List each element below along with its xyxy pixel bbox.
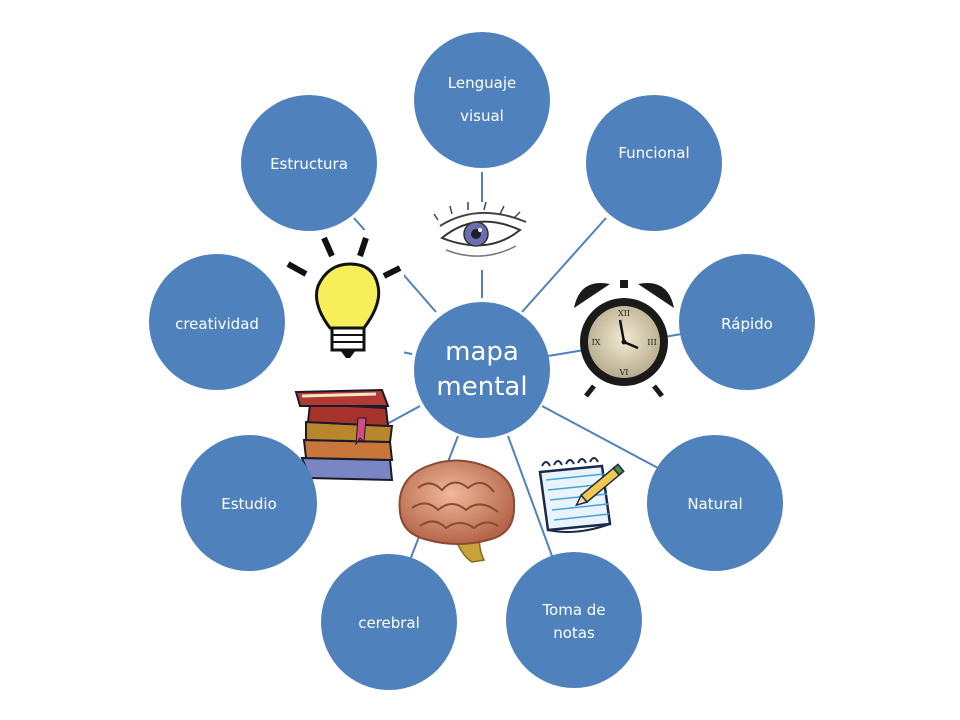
node-lenguaje-visual[interactable]: Lenguaje visual bbox=[414, 32, 550, 168]
node-creatividad[interactable]: creatividad bbox=[149, 254, 285, 390]
node-natural[interactable]: Natural bbox=[647, 435, 783, 571]
node-label-lenguaje-visual-line-1: Lenguaje bbox=[448, 74, 516, 92]
node-label-estudio: Estudio bbox=[221, 495, 277, 513]
node-cerebral[interactable]: cerebral bbox=[321, 554, 457, 690]
node-estructura[interactable]: Estructura bbox=[241, 95, 377, 231]
node-label-rapido: Rápido bbox=[721, 315, 773, 333]
brain-icon bbox=[398, 459, 516, 563]
center-label-line-1: mapa bbox=[445, 337, 519, 367]
center-node[interactable]: mapa mental bbox=[414, 302, 550, 438]
books-icon bbox=[294, 388, 394, 482]
node-toma-de-notas[interactable]: Toma de notas bbox=[506, 552, 642, 688]
svg-text:XII: XII bbox=[618, 309, 630, 318]
node-funcional[interactable]: Funcional bbox=[586, 95, 722, 231]
notepad-pencil-icon bbox=[538, 457, 625, 533]
node-label-estructura: Estructura bbox=[270, 155, 348, 173]
center-label-line-2: mental bbox=[436, 372, 527, 402]
node-rapido[interactable]: Rápido bbox=[679, 254, 815, 390]
connector-funcional bbox=[521, 217, 607, 313]
connector-natural bbox=[541, 405, 659, 469]
light-bulb-icon bbox=[286, 230, 404, 358]
eye-icon bbox=[432, 201, 532, 270]
node-label-creatividad: creatividad bbox=[175, 315, 259, 333]
svg-text:VI: VI bbox=[619, 368, 629, 377]
svg-text:IX: IX bbox=[592, 338, 601, 347]
alarm-clock-icon: XII III VI IX bbox=[574, 280, 674, 398]
node-label-cerebral: cerebral bbox=[358, 614, 420, 632]
connector-toma-de-notas bbox=[507, 435, 553, 557]
node-label-toma-de-notas-line-1: Toma de bbox=[541, 601, 605, 619]
svg-text:III: III bbox=[647, 338, 656, 347]
node-label-toma-de-notas-line-2: notas bbox=[553, 624, 595, 642]
node-estudio[interactable]: Estudio bbox=[181, 435, 317, 571]
node-label-funcional: Funcional bbox=[618, 144, 689, 162]
node-label-natural: Natural bbox=[687, 495, 742, 513]
node-label-lenguaje-visual-line-2: visual bbox=[460, 107, 504, 125]
